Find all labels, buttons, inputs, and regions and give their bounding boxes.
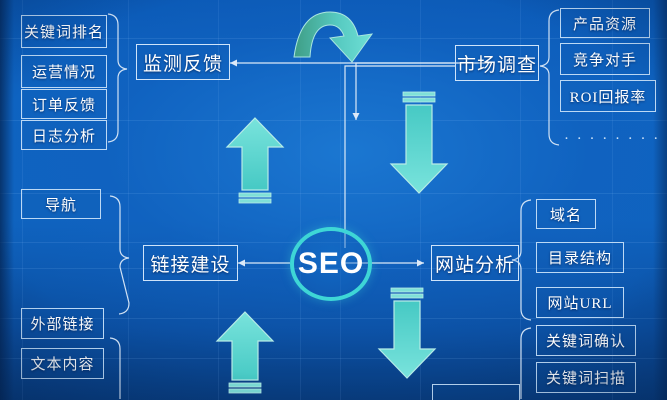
leaf-competitors[interactable]: 竞争对手 [560,43,650,75]
leaf-domain-name[interactable]: 域名 [536,199,596,229]
leaf-label: 文本内容 [30,357,95,373]
hub-monitor-feedback[interactable]: 监测反馈 [136,44,230,80]
leaf-site-url[interactable]: 网站URL [536,287,624,318]
hub-label: 网站分析 [434,254,515,276]
arc-arrow-top [293,11,374,63]
leaf-label: 产品资源 [572,16,637,33]
leaf-product-resources[interactable]: 产品资源 [560,8,650,38]
leaf-label: 关键词扫描 [545,371,626,387]
hub-label: 监测反馈 [142,53,223,75]
leaf-label: 订单反馈 [31,97,96,114]
leaf-label: 目录结构 [547,251,612,267]
leaf-keyword-confirm[interactable]: 关键词确认 [536,325,636,356]
leaf-directory-structure[interactable]: 目录结构 [536,242,624,273]
leaf-navigation[interactable]: 导航 [21,189,101,219]
leaf-label: 关键词确认 [545,334,626,350]
leaf-text-content[interactable]: 文本内容 [21,348,104,379]
leaf-label: 运营情况 [31,65,96,81]
hub-label: 市场调查 [456,54,537,76]
leaf-keyword-scan[interactable]: 关键词扫描 [536,362,636,393]
leaf-label: 关键词排名 [23,25,104,41]
leaf-label: 日志分析 [31,128,96,145]
leaf-label: 域名 [549,207,582,224]
leaf-label: 竞争对手 [572,52,637,69]
leaf-order-feedback[interactable]: 订单反馈 [21,89,107,119]
hub-bottom-cutoff[interactable] [432,384,520,400]
market-research-ellipsis: · · · · · · · · [564,131,660,148]
leaf-label: ROI回报率 [569,89,647,106]
leaf-label: 外部链接 [30,317,95,333]
seo-label: SEO [297,247,365,280]
hub-site-analysis[interactable]: 网站分析 [431,245,519,281]
leaf-label: 导航 [44,197,77,214]
hub-link-building[interactable]: 链接建设 [143,245,238,281]
leaf-keyword-ranking[interactable]: 关键词排名 [21,15,107,48]
hub-market-research[interactable]: 市场调查 [455,45,539,81]
leaf-external-links[interactable]: 外部链接 [21,308,104,339]
ellipsis-text: · · · · · · · · [564,131,661,147]
down-arrow-lower-right [377,287,437,379]
leaf-roi-rate[interactable]: ROI回报率 [560,80,656,112]
seo-center-node[interactable]: SEO [290,227,372,301]
hub-label: 链接建设 [150,254,231,276]
leaf-label: 网站URL [547,296,613,312]
up-arrow-upper-left [225,117,285,204]
up-arrow-lower-left [215,311,275,394]
down-arrow-upper-right [389,91,449,194]
leaf-log-analysis[interactable]: 日志分析 [21,120,107,150]
leaf-operations[interactable]: 运营情况 [21,55,107,88]
